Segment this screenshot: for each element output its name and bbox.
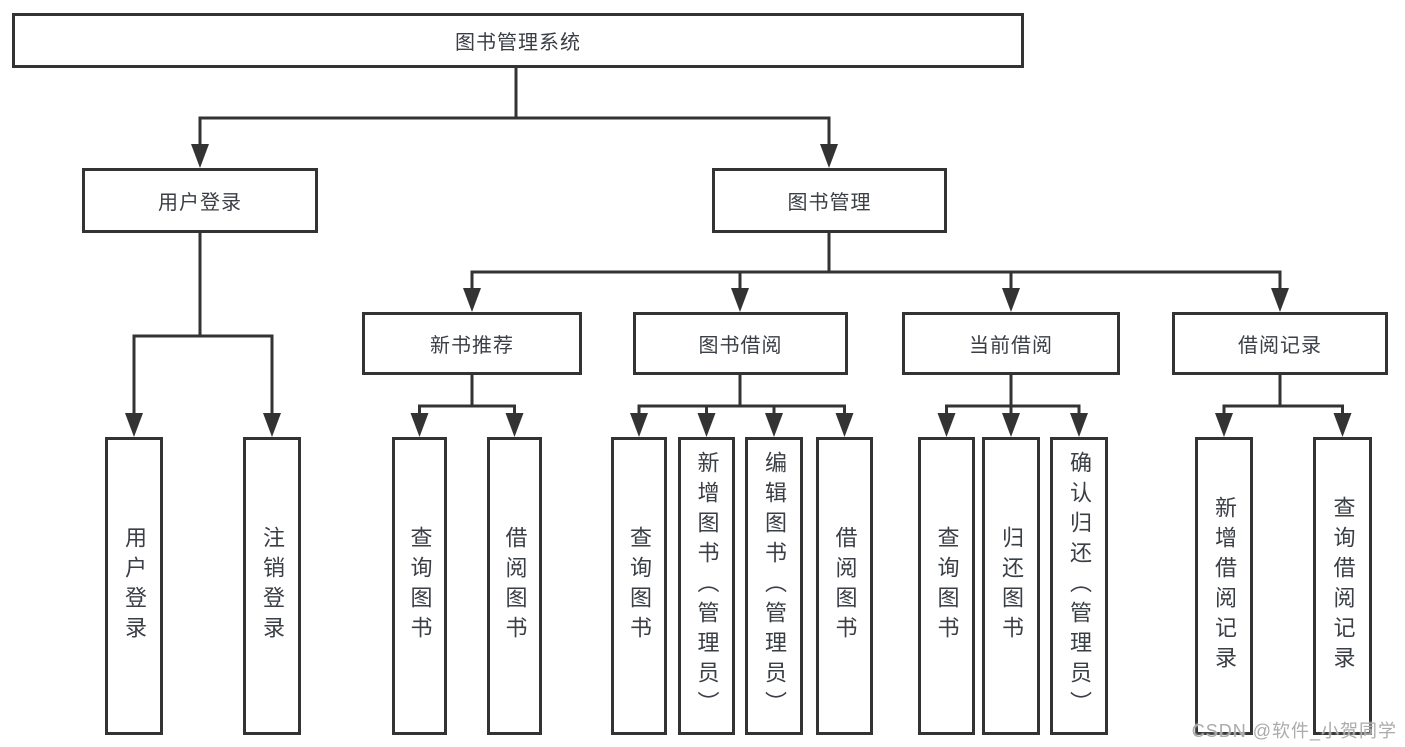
leaf-query-borrow-record: 查询借阅记录: [1313, 437, 1372, 735]
node-book-borrowing: 图书借阅: [633, 312, 848, 375]
leaf-edit-books-admin: 编辑图书（管理员）: [745, 437, 803, 735]
leaf-query-books: 查询图书: [918, 437, 975, 735]
node-label: 当前借阅: [969, 335, 1053, 357]
leaf-label: 用户登录: [122, 526, 147, 646]
node-label: 新书推荐: [430, 335, 514, 357]
leaf-return-books: 归还图书: [982, 437, 1040, 735]
leaf-add-books-admin: 新增图书（管理员）: [678, 437, 735, 735]
leaf-label: 查询图书: [407, 526, 433, 646]
node-label: 图书管理系统: [455, 32, 581, 54]
leaf-add-borrow-record: 新增借阅记录: [1195, 437, 1253, 735]
node-borrowing-records: 借阅记录: [1172, 312, 1388, 375]
node-new-book-recommend: 新书推荐: [362, 312, 582, 375]
leaf-confirm-return-admin: 确认归还（管理员）: [1050, 437, 1108, 735]
node-user-login: 用户登录: [82, 168, 318, 233]
leaf-label: 查询图书: [934, 526, 960, 646]
leaf-label: 归还图书: [999, 526, 1024, 646]
leaf-label: 查询图书: [627, 526, 652, 646]
leaf-label: 确认归还（管理员）: [1067, 451, 1092, 721]
leaf-label: 借阅图书: [832, 526, 858, 646]
leaf-user-login: 用户登录: [105, 437, 163, 735]
node-library-management-system: 图书管理系统: [12, 13, 1024, 68]
leaf-borrow-books: 借阅图书: [816, 437, 873, 735]
leaf-borrow-books: 借阅图书: [487, 437, 542, 735]
leaf-logout: 注销登录: [243, 437, 301, 735]
leaf-label: 借阅图书: [502, 526, 528, 646]
leaf-label: 注销登录: [260, 526, 285, 646]
leaf-label: 查询借阅记录: [1330, 496, 1356, 676]
leaf-label: 新增借阅记录: [1212, 496, 1237, 676]
node-book-management: 图书管理: [712, 168, 947, 233]
leaf-query-books: 查询图书: [611, 437, 667, 735]
node-label: 用户登录: [158, 192, 242, 214]
node-label: 图书借阅: [698, 335, 783, 357]
leaf-label: 新增图书（管理员）: [694, 451, 720, 721]
leaf-query-books: 查询图书: [392, 437, 447, 735]
node-label: 借阅记录: [1238, 335, 1322, 357]
node-current-borrowing: 当前借阅: [902, 312, 1120, 375]
csdn-watermark: CSDN @软件_小贺同学: [1191, 721, 1397, 741]
leaf-label: 编辑图书（管理员）: [762, 451, 787, 721]
node-label: 图书管理: [787, 192, 872, 214]
